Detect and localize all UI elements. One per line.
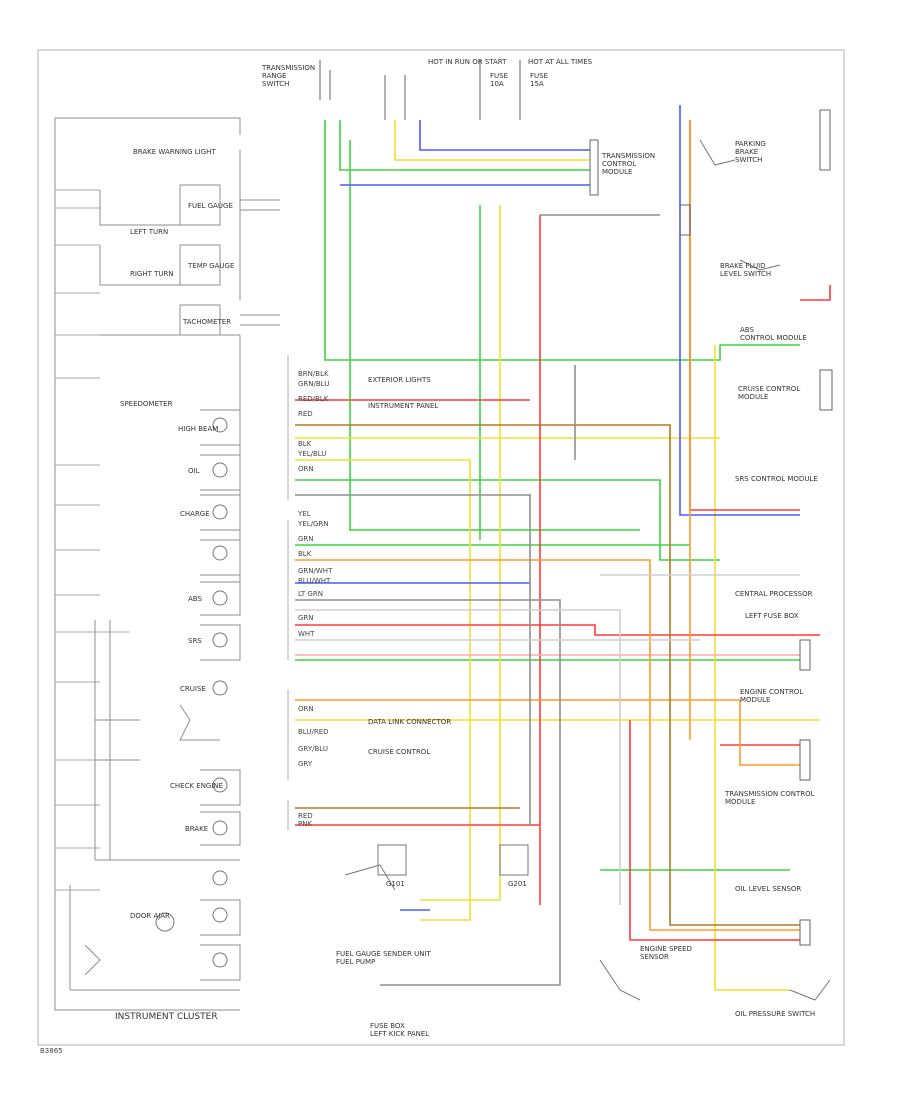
switch-symbols (344, 139, 831, 1001)
wire-harness (295, 105, 831, 991)
label-trans-control-module-2: TRANSMISSION CONTROL MODULE (725, 790, 815, 806)
label-hot-at-all-times: HOT AT ALL TIMES (528, 58, 593, 66)
diagram-frame (37, 49, 845, 1046)
cluster-item-5: TACHOMETER (183, 318, 232, 326)
diagram-caption: INSTRUMENT CLUSTER (115, 1012, 218, 1022)
wire-code-10: BLK (298, 550, 312, 558)
wire-code-16: ORN (298, 705, 314, 713)
wire-code-3: RED (298, 410, 313, 418)
wire-code-17: GRY/BLU (298, 745, 328, 753)
label-trans-control-module: TRANSMISSION CONTROL MODULE (602, 152, 656, 176)
label-fuse-left: FUSE 10A (490, 72, 509, 88)
sheet-code: B3865 (40, 1047, 63, 1055)
cluster-item-1: FUEL GAUGE (188, 202, 233, 210)
cluster-item-3: LEFT TURN (130, 228, 169, 236)
label-oil-pressure-switch: OIL PRESSURE SWITCH (735, 1010, 816, 1018)
label-abs-module: ABS CONTROL MODULE (740, 326, 807, 342)
wire-code-7: YEL (298, 510, 311, 518)
annotation-instrument-panel: INSTRUMENT PANEL (368, 402, 439, 410)
cluster-item-12: CRUISE (180, 685, 206, 693)
wire-code-5: YEL/BLU (298, 450, 327, 458)
label-engine-speed-sensor: ENGINE SPEED SENSOR (640, 945, 692, 961)
wire-code-4: BLK (298, 440, 312, 448)
label-ground-g201: G201 (508, 880, 527, 888)
cluster-item-10: ABS (188, 595, 202, 603)
wire-code-19: PNK (298, 820, 313, 828)
cluster-item-4: RIGHT TURN (130, 270, 174, 278)
wire-code-0: BRN/BLK (298, 370, 329, 378)
wire-code-1: GRN/BLU (298, 380, 330, 388)
label-left-fuse-box: LEFT FUSE BOX (745, 612, 799, 620)
cluster-item-14: BRAKE (185, 825, 209, 833)
wire-code-14: GRN (298, 614, 314, 622)
wire-code-8: YEL/GRN (298, 520, 329, 528)
label-brake-fluid-switch: BRAKE FLUID LEVEL SWITCH (720, 262, 772, 278)
wire-code-13: LT GRN (298, 590, 323, 598)
wire-code-2: RED/BLK (298, 395, 329, 403)
top-connectors (319, 60, 833, 946)
cluster-item-15: DOOR AJAR (130, 912, 170, 920)
label-ground-g101: G101 (386, 880, 405, 888)
wire-code-12: BLU/WHT (298, 577, 331, 585)
wire-code-20: GRY (298, 760, 313, 768)
label-fuse-box-bottom: FUSE BOX LEFT KICK PANEL (370, 1022, 430, 1038)
cluster-item-8: OIL (188, 467, 200, 475)
wire-code-9: GRN (298, 535, 314, 543)
label-oil-level-sensor: OIL LEVEL SENSOR (735, 885, 802, 893)
wire-code-11: GRN/WHT (298, 567, 333, 575)
annotation-cruise-control: CRUISE CONTROL (368, 748, 431, 756)
wire-code-15: WHT (298, 630, 315, 638)
cluster-item-11: SRS (188, 637, 202, 645)
label-srs-module: SRS CONTROL MODULE (735, 475, 818, 483)
label-engine-control-module: ENGINE CONTROL MODULE (740, 688, 804, 704)
cluster-item-7: HIGH BEAM (178, 425, 219, 433)
wire-code-6: ORN (298, 465, 314, 473)
cluster-item-13: CHECK ENGINE (170, 782, 224, 790)
cluster-item-6: SPEEDOMETER (120, 400, 173, 408)
annotation-data-link: DATA LINK CONNECTOR (368, 718, 452, 726)
cluster-item-0: BRAKE WARNING LIGHT (133, 148, 216, 156)
label-cruise-module: CRUISE CONTROL MODULE (738, 385, 801, 401)
cluster-item-2: TEMP GAUGE (188, 262, 235, 270)
label-park-brake-switch: PARKING BRAKE SWITCH (735, 140, 766, 164)
label-fuse-right: FUSE 15A (530, 72, 549, 88)
annotation-exterior-lights: EXTERIOR LIGHTS (368, 376, 431, 384)
label-central-processor: CENTRAL PROCESSOR (735, 590, 813, 598)
wire-code-18: RED (298, 812, 313, 820)
label-trans-range-switch: TRANSMISSION RANGE SWITCH (262, 64, 316, 88)
label-hot-in-run: HOT IN RUN OR START (428, 58, 507, 66)
wire-code-21: BLU/RED (298, 728, 329, 736)
cluster-item-9: CHARGE (180, 510, 210, 518)
instrument-cluster (54, 117, 280, 1011)
label-fuel-gauge-sender: FUEL GAUGE SENDER UNIT FUEL PUMP (336, 950, 431, 966)
